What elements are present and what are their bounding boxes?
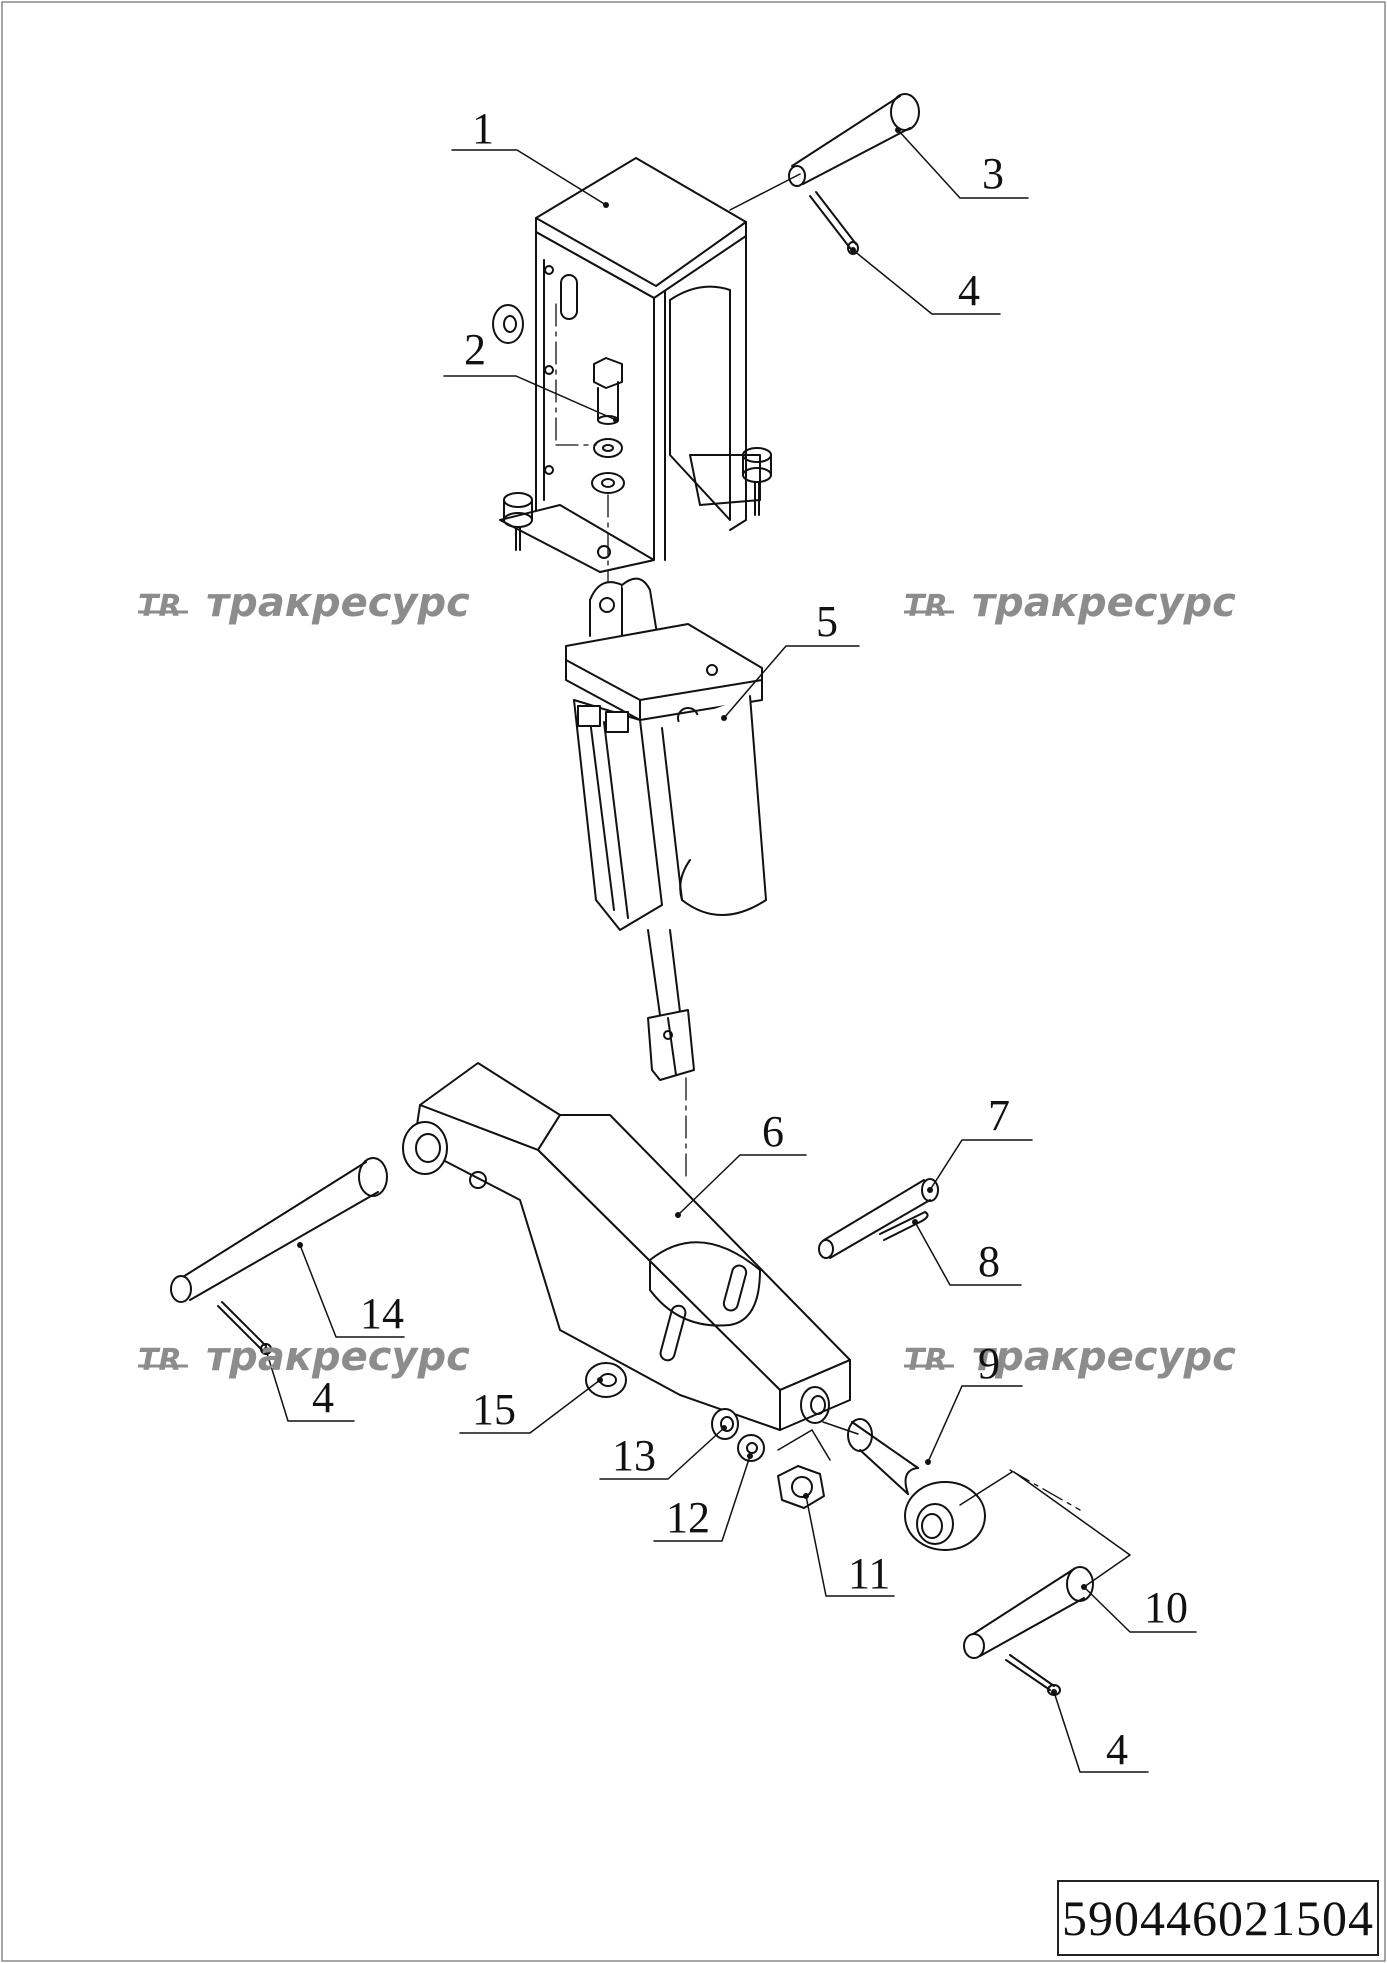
- pin-part-3: [788, 93, 920, 187]
- actuator-part-5: [565, 577, 767, 1081]
- part-number-text: 590446021504: [1062, 1890, 1374, 1946]
- callout-7: 7: [988, 1091, 1010, 1140]
- callout-2: 2: [464, 325, 486, 374]
- callout-1: 1: [472, 104, 494, 153]
- cotter-pin-left: [217, 1301, 272, 1355]
- pin-part-7: [818, 1178, 939, 1259]
- callout-4-left: 4: [312, 1373, 334, 1422]
- callout-9: 9: [978, 1339, 1000, 1388]
- callout-10: 10: [1144, 1583, 1188, 1632]
- washer-loose: [492, 304, 524, 344]
- cotter-pin-bottom: [1005, 1654, 1061, 1696]
- svg-text:TR: TR: [904, 589, 948, 624]
- watermark-bottom-left: TR тракресурс: [138, 1334, 470, 1380]
- callout-14: 14: [360, 1289, 404, 1338]
- bolt-part-2: [591, 357, 625, 494]
- callout-3: 3: [982, 149, 1004, 198]
- callout-13: 13: [612, 1431, 656, 1480]
- leader-dots: [263, 127, 1087, 1695]
- flange-bolt-left: [503, 492, 533, 551]
- callout-15: 15: [472, 1385, 516, 1434]
- svg-text:тракресурс: тракресурс: [206, 1334, 470, 1380]
- clip-part-8: [879, 1211, 929, 1241]
- callout-numbers: 1 2 3 4 5 6 7 8 14 4 15 9 13 12 11 10 4: [312, 104, 1188, 1774]
- flange-bolt-right: [742, 447, 772, 516]
- spacer-part-13: [711, 1408, 739, 1440]
- callout-11: 11: [848, 1549, 890, 1598]
- callout-6: 6: [762, 1107, 784, 1156]
- callout-4-top: 4: [958, 266, 980, 315]
- svg-text:TR: TR: [138, 589, 182, 624]
- part-number-box: 590446021504: [1057, 1880, 1379, 1956]
- watermark-top-right: TR тракресурс: [904, 580, 1236, 626]
- washer-part-15: [585, 1362, 627, 1398]
- watermark-bottom-right: TR тракресурс: [904, 1334, 1236, 1380]
- callout-5: 5: [816, 597, 838, 646]
- leader-lines: [265, 129, 1197, 1773]
- washer-part-12: [737, 1434, 765, 1462]
- callout-12: 12: [666, 1493, 710, 1542]
- pin-part-10: [963, 1566, 1094, 1659]
- nut-part-11: [777, 1465, 825, 1509]
- svg-text:TR: TR: [138, 1343, 182, 1378]
- watermark-top-left: TR тракресурс: [138, 580, 470, 626]
- svg-text:тракресурс: тракресурс: [972, 1334, 1236, 1380]
- callout-4-bottom: 4: [1106, 1725, 1128, 1774]
- svg-text:тракресурс: тракресурс: [206, 580, 470, 626]
- svg-text:тракресурс: тракресурс: [972, 580, 1236, 626]
- lever-arm-part-6: [402, 1062, 851, 1431]
- assembly-guide-lines: [777, 1429, 831, 1461]
- callout-8: 8: [978, 1237, 1000, 1286]
- svg-text:TR: TR: [904, 1343, 948, 1378]
- pin-part-14: [170, 1157, 388, 1303]
- cotter-pin-top: [809, 191, 859, 255]
- rod-end-part-9: [847, 1418, 986, 1551]
- bracket-part-1: [499, 157, 772, 573]
